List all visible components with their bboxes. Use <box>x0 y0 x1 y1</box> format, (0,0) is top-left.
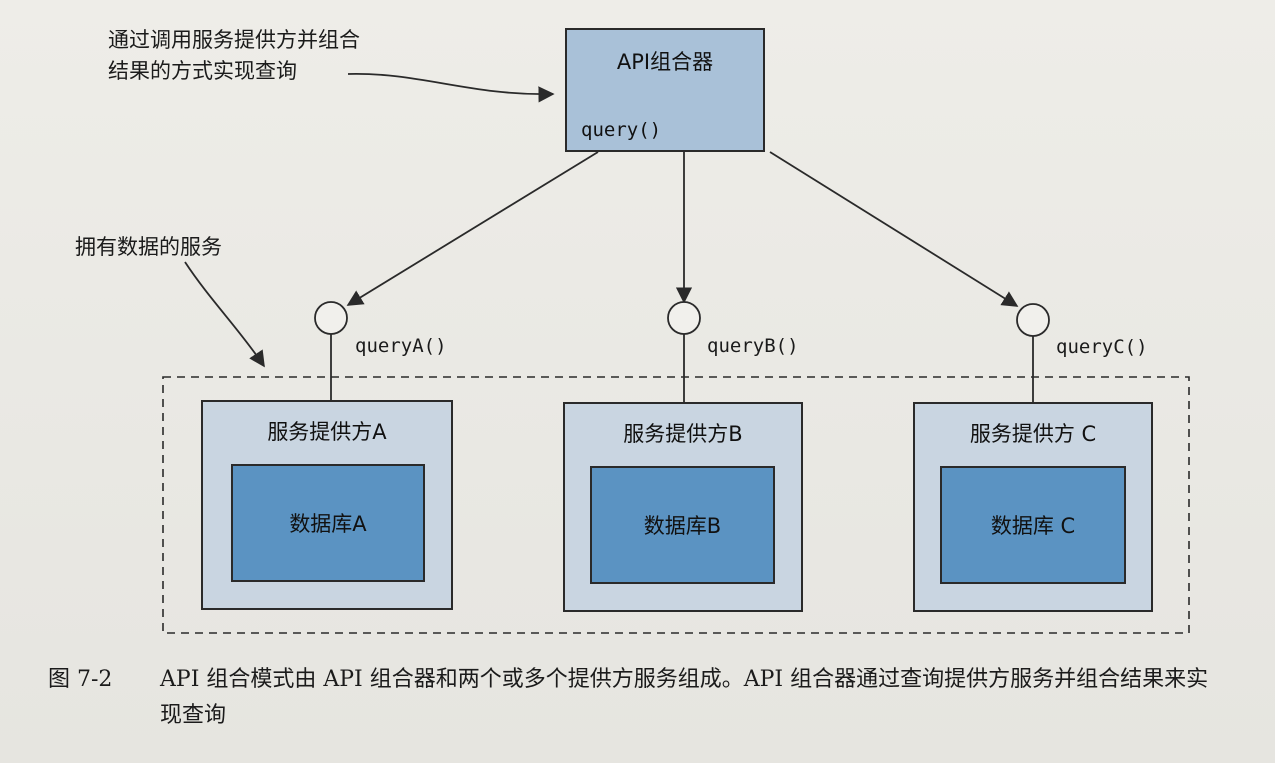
figure-number: 图 7-2 <box>48 667 113 692</box>
annotation-composition-line1: 通过调用服务提供方并组合 <box>108 28 360 52</box>
annotation-arrow-data-owner <box>184 261 265 368</box>
method-label-c: queryC() <box>1056 336 1148 358</box>
database-c-label: 数据库 C <box>990 514 1076 538</box>
annotation-data-owner: 拥有数据的服务 <box>75 235 222 259</box>
figure-caption-text: API 组合模式由 API 组合器和两个或多个提供方服务组成。API 组合器通过… <box>160 667 1209 728</box>
api-composer-method: query() <box>581 119 662 141</box>
annotation-arrow-composition <box>347 73 555 103</box>
method-label-a: queryA() <box>355 335 447 357</box>
interface-circle-c <box>1016 303 1050 337</box>
provider-b-box: 服务提供方B 数据库B <box>563 402 803 612</box>
annotation-composition-line2: 结果的方式实现查询 <box>108 59 297 83</box>
api-composer-box: API组合器 query() <box>565 28 765 152</box>
interface-circle-a <box>314 301 348 335</box>
method-label-b: queryB() <box>707 335 799 357</box>
api-composer-title: API组合器 <box>616 50 714 74</box>
arrow-to-queryC <box>769 151 1019 307</box>
database-b-box: 数据库B <box>590 466 775 584</box>
annotation-composition: 通过调用服务提供方并组合 结果的方式实现查询 <box>108 25 360 87</box>
database-a-box: 数据库A <box>231 464 425 582</box>
provider-a-name: 服务提供方A <box>267 420 387 444</box>
database-b-label: 数据库B <box>643 514 722 538</box>
database-c-box: 数据库 C <box>940 466 1126 584</box>
arrow-to-queryA <box>346 151 599 306</box>
provider-b-name: 服务提供方B <box>623 422 743 446</box>
database-a-label: 数据库A <box>289 512 367 536</box>
provider-c-box: 服务提供方 C 数据库 C <box>913 402 1153 612</box>
interface-circle-b <box>667 301 701 335</box>
figure-caption: 图 7-2 API 组合模式由 API 组合器和两个或多个提供方服务组成。API… <box>48 662 1228 734</box>
provider-c-name: 服务提供方 C <box>969 422 1097 446</box>
provider-a-box: 服务提供方A 数据库A <box>201 400 453 610</box>
service-boundary <box>162 376 1190 634</box>
